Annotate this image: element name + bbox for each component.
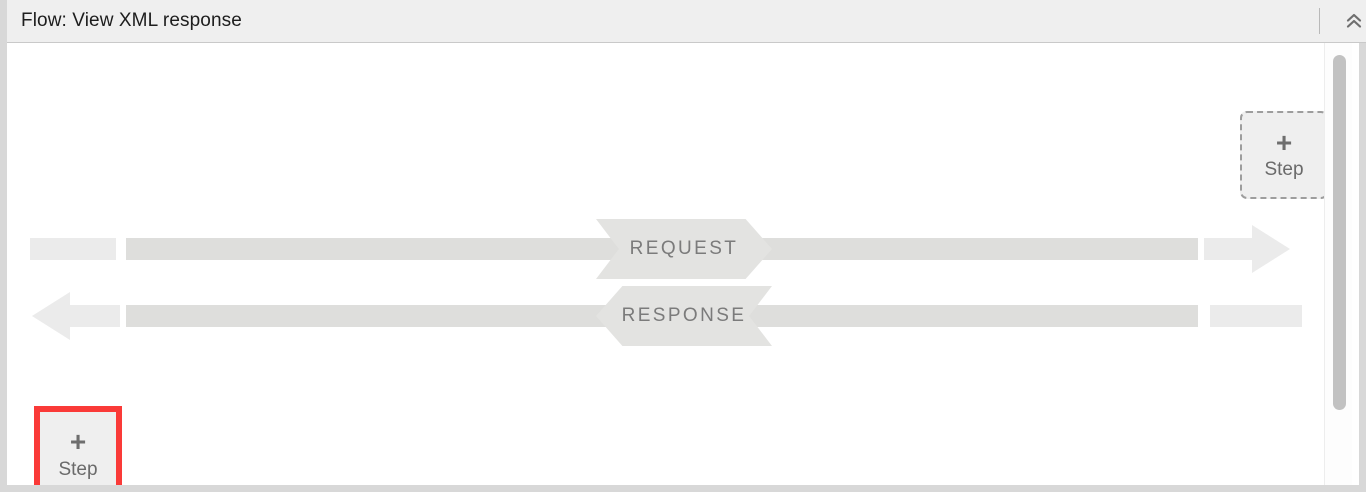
response-arrowhead-icon xyxy=(32,292,70,340)
add-step-label: Step xyxy=(58,459,98,480)
response-segment-end xyxy=(1210,305,1302,327)
double-chevron-up-icon xyxy=(1344,11,1364,31)
response-segment-start xyxy=(70,305,120,327)
scrollbar-thumb[interactable] xyxy=(1333,55,1346,410)
request-segment-start xyxy=(30,238,116,260)
flow-row-response: RESPONSE xyxy=(14,286,1338,346)
header-divider xyxy=(1319,8,1320,34)
page-title: Flow: View XML response xyxy=(21,10,242,31)
add-step-label: Step xyxy=(1264,159,1304,180)
flow-header: Flow: View XML response xyxy=(7,0,1366,43)
response-label: RESPONSE xyxy=(621,305,747,326)
add-step-button-top[interactable]: + Step xyxy=(1240,111,1328,199)
collapse-panel-button[interactable] xyxy=(1337,0,1366,43)
flow-canvas[interactable]: + Step REQUEST RESPONSE + xyxy=(14,43,1338,485)
plus-icon: + xyxy=(1275,127,1293,158)
request-label: REQUEST xyxy=(629,238,739,259)
flow-row-request: REQUEST xyxy=(14,219,1338,279)
response-banner[interactable]: RESPONSE xyxy=(596,286,772,346)
request-segment-end xyxy=(1204,238,1252,260)
add-step-button-selected[interactable]: + Step xyxy=(34,406,122,485)
vertical-scrollbar[interactable] xyxy=(1324,43,1352,485)
request-banner[interactable]: REQUEST xyxy=(596,219,772,279)
plus-icon: + xyxy=(69,426,87,457)
request-arrowhead-icon xyxy=(1252,225,1290,273)
